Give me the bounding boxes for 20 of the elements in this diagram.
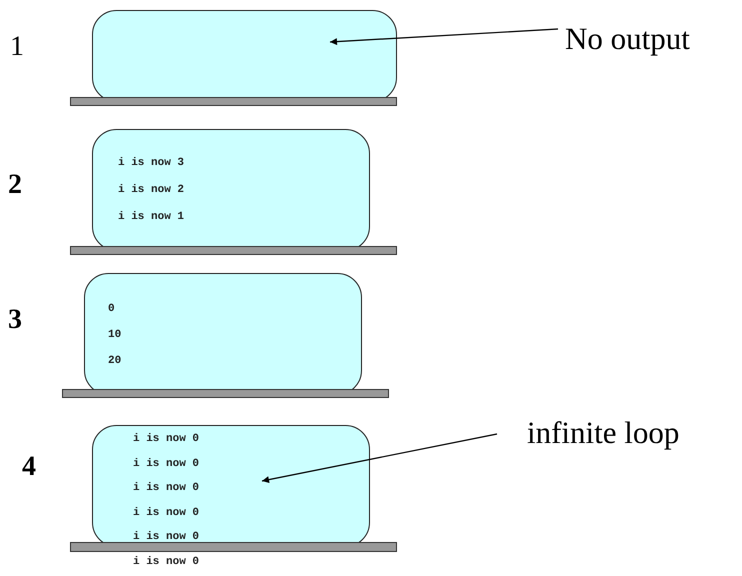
item-number: 3 (8, 305, 22, 335)
output-line: i is now 0 (133, 531, 200, 544)
output-line: i is now 1 (118, 211, 184, 224)
output-line: i is now 2 (118, 184, 184, 197)
arrow (330, 28, 558, 46)
output-line: i is now 0 (133, 433, 200, 446)
output-line: 10 (108, 329, 122, 342)
output-line: i is now 3 (118, 157, 184, 170)
output-line: i is now 0 (133, 506, 200, 520)
output-line: i is now 0 (133, 458, 200, 471)
item-number: 2 (8, 170, 22, 200)
callout-text: infinite loop (527, 416, 680, 450)
item-number: 4 (22, 452, 36, 482)
output-line: 0 (108, 303, 115, 316)
arrow (262, 433, 498, 484)
output-line: 20 (108, 355, 122, 368)
callout-text: No output (565, 22, 690, 56)
output-line: i is now 0 (133, 556, 200, 569)
output-line: i is now 0 (133, 482, 200, 496)
item-number: 1 (10, 32, 24, 62)
